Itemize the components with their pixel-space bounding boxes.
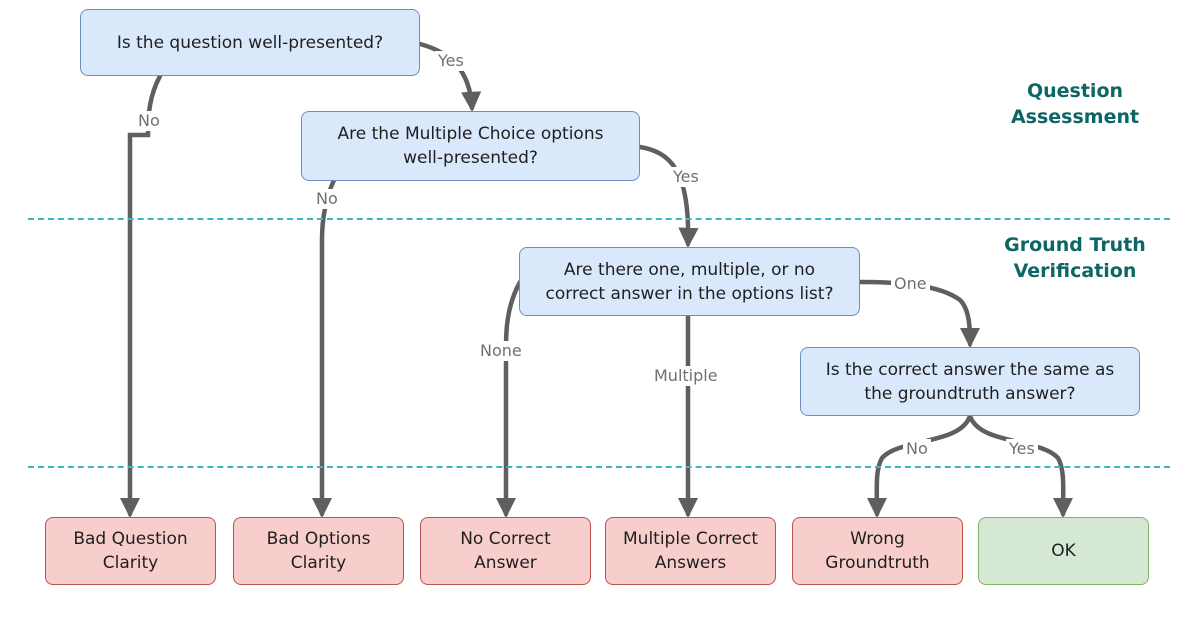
edge-label-q1-no: No xyxy=(135,111,163,131)
decision-question-presented: Is the question well-presented? xyxy=(80,9,420,76)
outcome-bad-question-clarity: Bad Question Clarity xyxy=(45,517,216,585)
edge-label-q3-one: One xyxy=(891,274,930,294)
arrow-q1-no xyxy=(119,73,163,519)
arrow-q3-one xyxy=(857,279,981,349)
section-separator-bottom xyxy=(28,466,1170,468)
edge-label-q3-none: None xyxy=(477,341,525,361)
edge-label-q1-yes: Yes xyxy=(435,51,467,71)
outcome-bad-options-clarity: Bad Options Clarity xyxy=(233,517,404,585)
section-title-ground-truth-verification: Ground Truth Verification xyxy=(1004,234,1146,282)
edge-label-q4-yes: Yes xyxy=(1006,439,1038,459)
arrow-q2-yes xyxy=(637,144,699,249)
outcome-ok: OK xyxy=(978,517,1149,585)
outcome-no-correct-answer: No Correct Answer xyxy=(420,517,591,585)
outcome-wrong-groundtruth: Wrong Groundtruth xyxy=(792,517,963,585)
decision-matches-groundtruth: Is the correct answer the same as the gr… xyxy=(800,347,1140,416)
outcome-multiple-correct-answers: Multiple Correct Answers xyxy=(605,517,776,585)
section-title-question-assessment: Question Assessment xyxy=(1010,80,1140,128)
edge-label-q2-no: No xyxy=(313,189,341,209)
decision-options-presented: Are the Multiple Choice options well-pre… xyxy=(301,111,640,181)
edge-label-q2-yes: Yes xyxy=(670,167,702,187)
edge-label-q4-no: No xyxy=(903,439,931,459)
arrow-q2-no xyxy=(311,177,337,519)
decision-correct-answer-count: Are there one, multiple, or no correct a… xyxy=(519,247,860,316)
arrow-q3-none xyxy=(495,279,523,519)
edge-label-q3-multiple: Multiple xyxy=(651,366,721,386)
section-separator-top xyxy=(28,218,1170,220)
arrow-q4-no xyxy=(866,413,973,519)
arrow-q4-yes xyxy=(967,413,1074,519)
